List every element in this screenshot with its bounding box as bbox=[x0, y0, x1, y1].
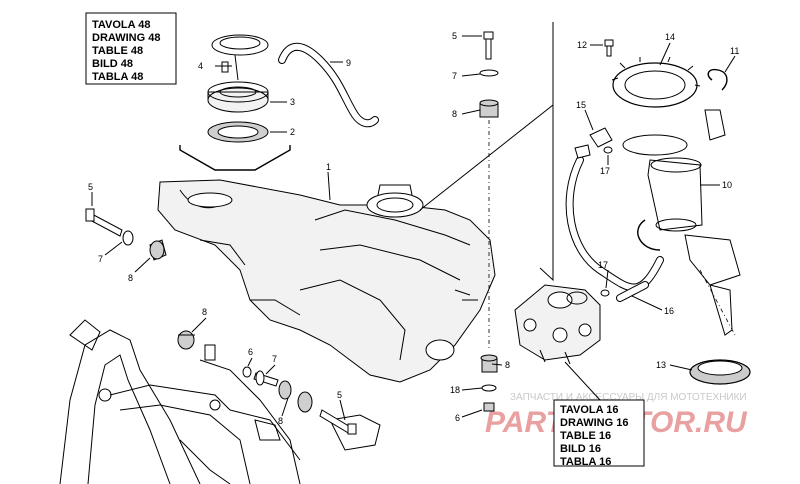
fuel-hose bbox=[565, 156, 664, 302]
watermark-tagline: ЗАПЧАСТИ И АКСЕССУАРЫ ДЛЯ МОТОТЕХНИКИ bbox=[510, 392, 747, 403]
callout-14[interactable]: 14 bbox=[665, 32, 675, 42]
ref-box-line: TAVOLA 16 bbox=[560, 404, 618, 416]
reference-box-table-48[interactable]: TAVOLA 48 DRAWING 48 TABLE 48 BILD 48 TA… bbox=[85, 12, 177, 85]
divider-lines bbox=[419, 22, 601, 401]
callout-5-center[interactable]: 5 bbox=[452, 31, 457, 41]
callout-3[interactable]: 3 bbox=[290, 97, 295, 107]
callout-7-center[interactable]: 7 bbox=[452, 71, 457, 81]
callout-6-lower[interactable]: 6 bbox=[248, 347, 253, 357]
callout-6-center[interactable]: 6 bbox=[455, 413, 460, 423]
part-callouts: 4 3 2 9 1 5 7 8 8 6 7 8 5 5 7 8 8 18 6 1… bbox=[88, 31, 739, 426]
callout-8-lower[interactable]: 8 bbox=[202, 307, 207, 317]
callout-2[interactable]: 2 bbox=[290, 127, 295, 137]
frame-section bbox=[59, 319, 381, 484]
callout-5-left[interactable]: 5 bbox=[88, 182, 93, 192]
callout-8-bottom[interactable]: 8 bbox=[278, 416, 283, 426]
ref-box-line: TABLE 48 bbox=[92, 45, 143, 57]
screw-12 bbox=[604, 39, 614, 57]
callout-13[interactable]: 13 bbox=[656, 360, 666, 370]
callout-11[interactable]: 11 bbox=[730, 46, 739, 56]
quick-connector bbox=[574, 127, 613, 297]
ref-box-line: BILD 48 bbox=[92, 58, 133, 70]
fuel-pump bbox=[622, 109, 741, 336]
retaining-ring bbox=[611, 56, 701, 108]
callout-5-bottom[interactable]: 5 bbox=[337, 390, 342, 400]
ref-box-line: DRAWING 48 bbox=[92, 32, 160, 44]
center-hardware-stack bbox=[479, 31, 499, 412]
callout-15[interactable]: 15 bbox=[576, 100, 586, 110]
callout-1[interactable]: 1 bbox=[326, 162, 331, 172]
ref-box-line: TABLA 48 bbox=[92, 71, 143, 83]
left-mount-hardware bbox=[85, 208, 167, 261]
callout-4[interactable]: 4 bbox=[198, 61, 203, 71]
clip-11 bbox=[707, 68, 728, 91]
callout-18[interactable]: 18 bbox=[450, 385, 460, 395]
callout-8-center[interactable]: 8 bbox=[452, 109, 457, 119]
seal-ring bbox=[689, 359, 751, 385]
ref-box-line: TABLE 16 bbox=[560, 430, 611, 442]
fuel-tank bbox=[157, 179, 496, 383]
callout-9[interactable]: 9 bbox=[346, 58, 351, 68]
callout-16[interactable]: 16 bbox=[664, 306, 674, 316]
callout-8-center-lower[interactable]: 8 bbox=[505, 360, 510, 370]
ref-box-line: DRAWING 16 bbox=[560, 417, 628, 429]
ref-box-line: BILD 16 bbox=[560, 443, 601, 455]
callout-7-lower[interactable]: 7 bbox=[272, 354, 277, 364]
ref-box-line: TABLA 16 bbox=[560, 456, 611, 468]
callout-17-lower[interactable]: 17 bbox=[598, 260, 608, 270]
lower-mount bbox=[177, 330, 195, 350]
fuel-cap-assembly bbox=[179, 34, 291, 171]
reference-box-table-16[interactable]: TAVOLA 16 DRAWING 16 TABLE 16 BILD 16 TA… bbox=[553, 399, 645, 468]
leader-lines bbox=[91, 35, 736, 421]
lower-mount-hardware bbox=[242, 366, 357, 435]
callout-12[interactable]: 12 bbox=[577, 40, 587, 50]
callout-7-left[interactable]: 7 bbox=[98, 254, 103, 264]
callout-10[interactable]: 10 bbox=[722, 180, 732, 190]
throttle-body bbox=[514, 284, 601, 365]
ref-box-line: TAVOLA 48 bbox=[92, 19, 150, 31]
vent-hose bbox=[278, 42, 379, 128]
callout-17-upper[interactable]: 17 bbox=[600, 166, 610, 176]
callout-8-left[interactable]: 8 bbox=[128, 273, 133, 283]
